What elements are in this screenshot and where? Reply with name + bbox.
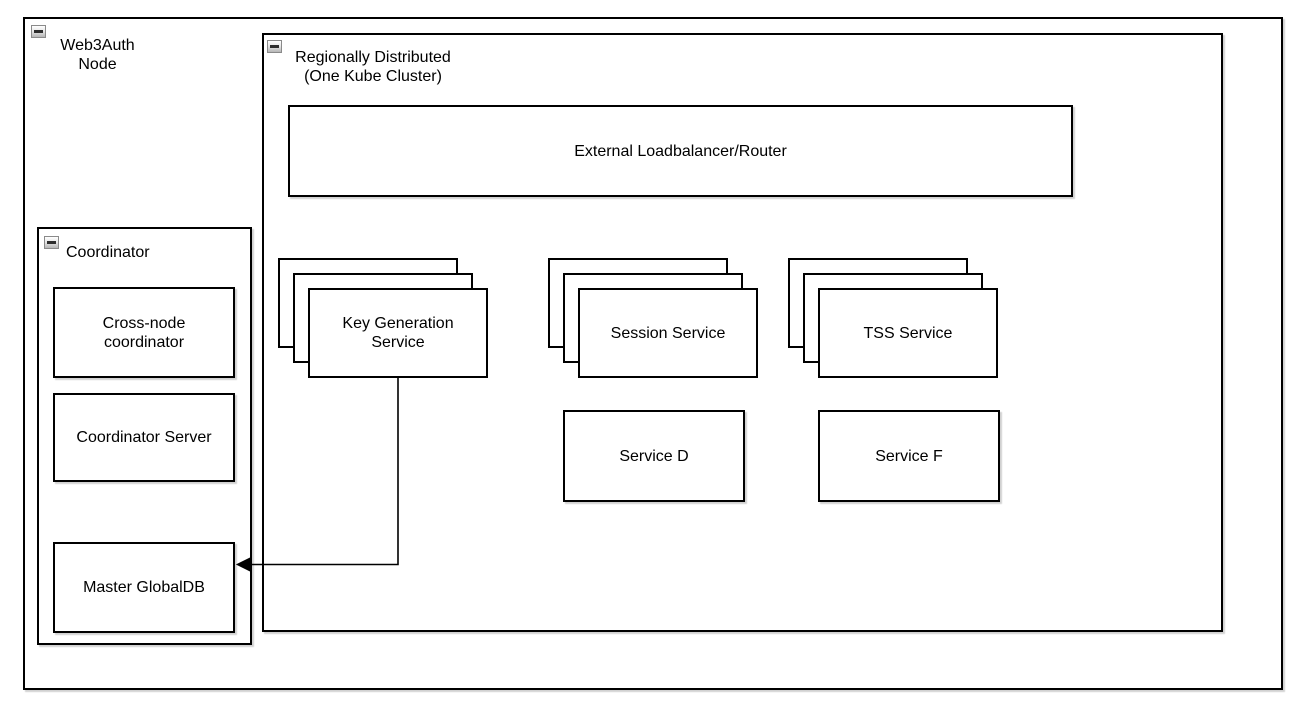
node-label: Coordinator Server xyxy=(76,429,212,446)
collapse-minus-icon[interactable] xyxy=(44,236,59,249)
group-regionally-distributed[interactable] xyxy=(262,33,1223,632)
node-label: External Loadbalancer/Router xyxy=(574,142,787,160)
node-service-f[interactable]: Service F xyxy=(818,410,1000,502)
collapse-minus-icon[interactable] xyxy=(267,40,282,53)
node-session-service[interactable]: Session Service xyxy=(578,288,758,378)
node-label: TSS Service xyxy=(863,324,953,342)
node-coordinator-server[interactable]: Coordinator Server xyxy=(53,393,235,482)
node-label: Master GlobalDB xyxy=(83,579,205,596)
node-cross-node-coordinator[interactable]: Cross-node coordinator xyxy=(53,287,235,378)
node-label: Cross-node coordinator xyxy=(102,314,186,351)
node-master-globaldb[interactable]: Master GlobalDB xyxy=(53,542,235,633)
group-label-web3auth-node: Web3Auth Node xyxy=(60,37,135,73)
node-external-loadbalancer[interactable]: External Loadbalancer/Router xyxy=(288,105,1073,197)
group-label-regionally-distributed: Regionally Distributed (One Kube Cluster… xyxy=(295,49,451,85)
minus-glyph xyxy=(47,241,56,244)
node-service-d[interactable]: Service D xyxy=(563,410,745,502)
collapse-minus-icon[interactable] xyxy=(31,25,46,38)
node-label: Service F xyxy=(875,447,943,465)
group-label-coordinator: Coordinator xyxy=(66,244,150,261)
minus-glyph xyxy=(270,45,279,48)
node-key-generation-service[interactable]: Key Generation Service xyxy=(308,288,488,378)
group-web3auth-node[interactable] xyxy=(23,17,1283,690)
node-label: Session Service xyxy=(610,324,726,342)
minus-glyph xyxy=(34,30,43,33)
node-label: Service D xyxy=(619,447,689,465)
node-tss-service[interactable]: TSS Service xyxy=(818,288,998,378)
node-label: Key Generation Service xyxy=(342,315,454,351)
